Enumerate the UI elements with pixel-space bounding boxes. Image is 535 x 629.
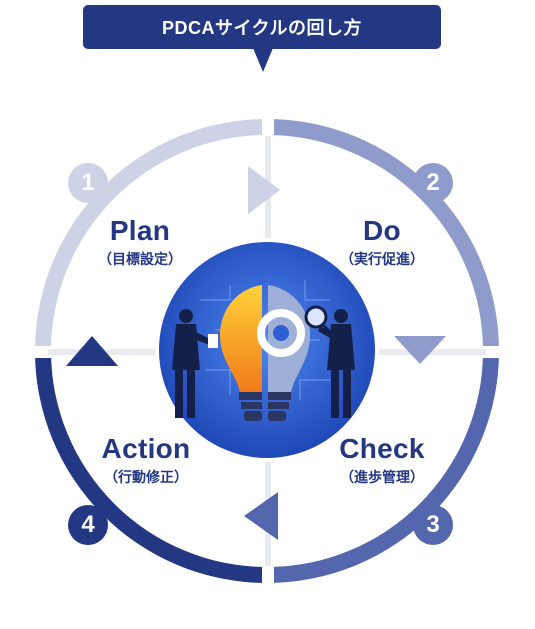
page-title: PDCAサイクルの回し方 [161, 18, 363, 38]
badge-number-plan: 1 [68, 163, 108, 203]
badge-number-action: 4 [68, 505, 108, 545]
phase-name: Plan [109, 215, 171, 246]
lightbulb-icon [219, 285, 262, 421]
arrow-plan-to-do [248, 166, 280, 214]
badge-number-check: 3 [413, 505, 453, 545]
businessman-icon-left [172, 309, 212, 418]
phase-subtitle: （進歩管理） [340, 469, 424, 485]
phase-subtitle: （目標設定） [98, 251, 182, 267]
phase-label-plan: Plan （目標設定） [70, 215, 210, 269]
arrow-action-to-plan [66, 336, 118, 366]
phase-name: Action [101, 433, 191, 464]
document-icon [208, 334, 218, 348]
phase-subtitle: （実行促進） [340, 251, 424, 267]
title-callout-pointer [253, 48, 273, 72]
badge-number-text: 1 [81, 169, 95, 196]
arrow-do-to-check [394, 336, 446, 364]
badge-number-text: 4 [81, 511, 95, 538]
businessman-icon-right [318, 309, 355, 418]
center-illustration [155, 238, 379, 462]
magnifier-icon [304, 305, 332, 334]
gear-icon [257, 285, 311, 421]
phase-name: Do [363, 215, 401, 246]
phase-label-check: Check （進歩管理） [312, 433, 452, 487]
phase-label-do: Do （実行促進） [312, 215, 452, 269]
phase-name: Check [339, 433, 425, 464]
phase-label-action: Action （行動修正） [76, 433, 216, 487]
badge-number-text: 2 [426, 169, 440, 196]
phase-subtitle: （行動修正） [104, 469, 188, 485]
badge-number-text: 3 [426, 511, 440, 538]
badge-number-do: 2 [413, 163, 453, 203]
title-callout: PDCAサイクルの回し方 [83, 5, 441, 49]
arrow-check-to-action [244, 492, 278, 540]
